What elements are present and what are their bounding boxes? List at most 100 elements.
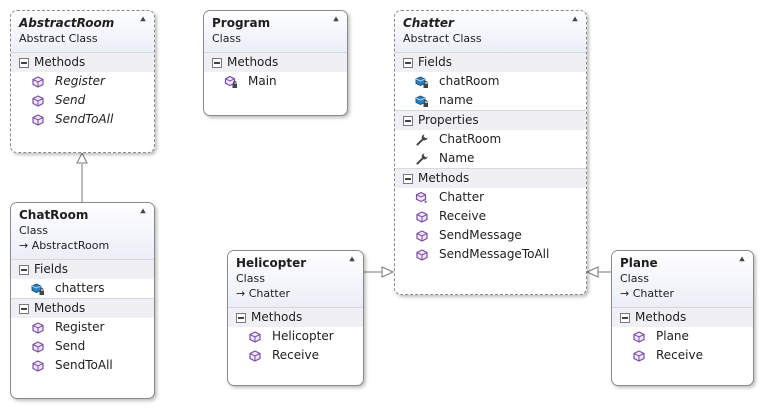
minus-box-icon[interactable] [212, 57, 222, 68]
method-cube-icon [31, 359, 45, 373]
methods-section-header[interactable]: Methods [204, 53, 347, 72]
methods-section: Methods Register Send SendToAll [11, 298, 154, 375]
methods-section-header[interactable]: Methods [395, 169, 586, 188]
constructor-icon: * [415, 191, 429, 205]
chevron-up-icon[interactable]: ⯅ [332, 15, 340, 26]
method-cube-icon [31, 94, 45, 108]
member-label: Send [55, 93, 86, 107]
member-item[interactable]: ChatRoom [395, 130, 586, 149]
member-item[interactable]: Receive [395, 207, 586, 226]
minus-box-icon[interactable] [236, 312, 246, 323]
member-item[interactable]: Plane [612, 327, 753, 346]
methods-section: Methods Register Send SendToAll [11, 52, 154, 129]
properties-section: Properties ChatRoom Name [395, 110, 586, 168]
minus-box-icon[interactable] [403, 57, 413, 68]
wrench-icon [415, 133, 429, 147]
minus-box-icon[interactable] [19, 303, 29, 314]
member-item[interactable]: Send [11, 91, 154, 110]
member-label: chatRoom [439, 74, 500, 88]
member-item[interactable]: Receive [612, 346, 753, 365]
section-label: Methods [227, 55, 279, 69]
section-label: Methods [418, 171, 470, 185]
section-label: Methods [635, 310, 687, 324]
method-cube-icon [632, 349, 646, 363]
member-item[interactable]: chatRoom [395, 72, 586, 91]
methods-section: Methods Plane Receive [612, 307, 753, 365]
member-label: Chatter [439, 190, 485, 204]
member-label: Receive [656, 348, 703, 362]
class-kind: Abstract Class [19, 32, 98, 45]
member-item[interactable]: chatters [11, 279, 154, 298]
methods-section-header[interactable]: Methods [11, 53, 154, 72]
class-name: Plane [620, 256, 658, 270]
methods-section-header[interactable]: Methods [228, 308, 363, 327]
methods-section-header[interactable]: Methods [11, 299, 154, 318]
member-item[interactable]: SendMessageToAll [395, 245, 586, 264]
field-icon [31, 282, 45, 296]
member-item[interactable]: Register [11, 318, 154, 337]
section-label: Fields [34, 262, 68, 276]
minus-box-icon[interactable] [403, 115, 413, 126]
class-box-chatter[interactable]: Chatter Abstract Class ⯅ Fields chatRoom… [394, 10, 587, 295]
member-label: SendToAll [55, 358, 113, 372]
class-box-chatroom[interactable]: ChatRoom Class → AbstractRoom ⯅ Fields c… [10, 202, 155, 399]
class-header: ChatRoom Class → AbstractRoom ⯅ [11, 203, 154, 259]
member-label: Receive [439, 209, 486, 223]
chevron-up-icon[interactable]: ⯅ [738, 255, 746, 266]
member-label: Send [55, 339, 86, 353]
chevron-up-icon[interactable]: ⯅ [139, 207, 147, 218]
member-label: SendMessageToAll [439, 247, 550, 261]
class-name: AbstractRoom [19, 16, 115, 30]
member-item[interactable]: Receive [228, 346, 363, 365]
member-item[interactable]: Helicopter [228, 327, 363, 346]
member-item[interactable]: Name [395, 149, 586, 168]
fields-section-header[interactable]: Fields [395, 53, 586, 72]
member-item[interactable]: name [395, 91, 586, 110]
member-label: Plane [656, 329, 689, 343]
class-box-plane[interactable]: Plane Class → Chatter ⯅ Methods Plane Re… [611, 250, 754, 386]
methods-section-header[interactable]: Methods [612, 308, 753, 327]
member-item[interactable]: SendMessage [395, 226, 586, 245]
minus-box-icon[interactable] [403, 173, 413, 184]
class-header: Program Class ⯅ [204, 11, 347, 52]
member-item[interactable]: Register [11, 72, 154, 91]
member-label: SendMessage [439, 228, 522, 242]
method-cube-icon [248, 330, 262, 344]
section-label: Methods [251, 310, 303, 324]
member-label: Name [439, 151, 475, 165]
method-cube-icon [31, 75, 45, 89]
private-method-icon [224, 75, 238, 89]
method-cube-icon [31, 321, 45, 335]
method-cube-icon [415, 210, 429, 224]
chevron-up-icon[interactable]: ⯅ [139, 15, 147, 26]
chevron-up-icon[interactable]: ⯅ [348, 255, 356, 266]
methods-section: Methods Helicopter Receive [228, 307, 363, 365]
class-box-abstractroom[interactable]: AbstractRoom Abstract Class ⯅ Methods Re… [10, 10, 155, 153]
field-icon [415, 75, 429, 89]
minus-box-icon[interactable] [19, 264, 29, 275]
class-name: Helicopter [236, 256, 307, 270]
class-kind: Abstract Class [403, 32, 482, 45]
member-label: chatters [55, 281, 105, 295]
minus-box-icon[interactable] [620, 312, 630, 323]
member-item[interactable]: * Chatter [395, 188, 586, 207]
class-box-program[interactable]: Program Class ⯅ Methods Main [203, 10, 348, 116]
member-label: Main [248, 74, 277, 88]
member-item[interactable]: Main [204, 72, 347, 91]
member-label: ChatRoom [439, 132, 502, 146]
minus-box-icon[interactable] [19, 57, 29, 68]
chevron-up-icon[interactable]: ⯅ [571, 15, 579, 26]
wrench-icon [415, 152, 429, 166]
base-class-label: → AbstractRoom [19, 239, 110, 252]
properties-section-header[interactable]: Properties [395, 111, 586, 130]
methods-section: Methods * Chatter Receive SendMessage Se… [395, 168, 586, 264]
plane-inheritance-arrow [585, 266, 599, 278]
helicopter-inheritance-arrow [381, 266, 395, 278]
member-item[interactable]: SendToAll [11, 110, 154, 129]
member-item[interactable]: Send [11, 337, 154, 356]
field-icon [415, 94, 429, 108]
member-item[interactable]: SendToAll [11, 356, 154, 375]
fields-section-header[interactable]: Fields [11, 260, 154, 279]
member-label: Register [55, 320, 105, 334]
class-box-helicopter[interactable]: Helicopter Class → Chatter ⯅ Methods Hel… [227, 250, 364, 386]
